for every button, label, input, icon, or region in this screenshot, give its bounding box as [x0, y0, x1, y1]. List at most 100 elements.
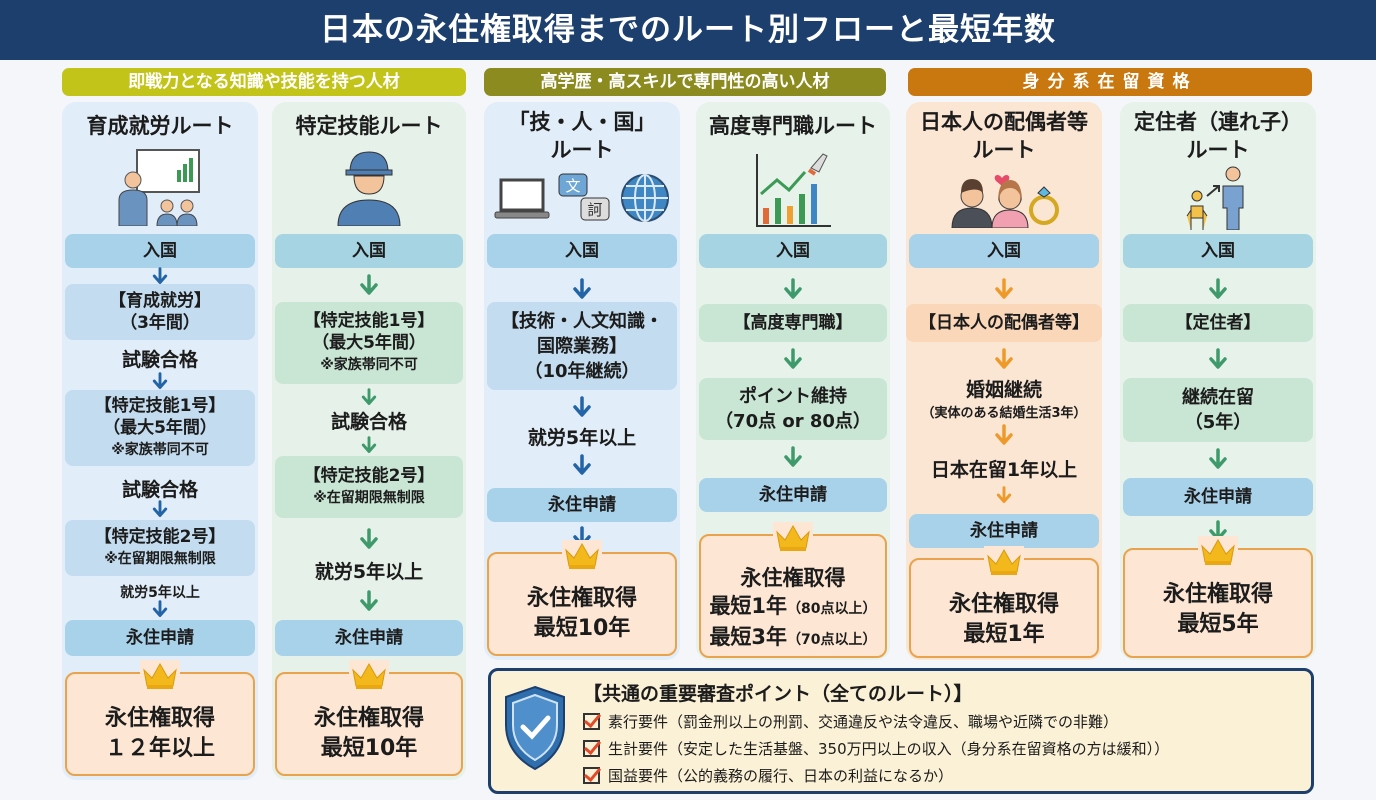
growth-chart-rocket-icon: [696, 150, 890, 230]
step-marriage: 婚姻継続: [965, 379, 1042, 401]
step-tokutei1: 【特定技能1号】（最大5年間）※家族帯同不可: [65, 390, 255, 466]
result-box: 永住権取得最短1年: [909, 546, 1099, 658]
step-duration: （最大5年間）: [103, 418, 217, 438]
arrow-down-icon: [906, 486, 1102, 508]
step-exam: 試験合格: [330, 411, 407, 433]
common-review-points: 【共通の重要審査ポイント（全てのルート）】 素行要件（罰金刑以上の刑罰、交通違反…: [488, 668, 1314, 794]
result-years: 最短3年: [709, 625, 788, 649]
route-title: 定住者（連れ子） ルート: [1120, 108, 1316, 164]
arrow-down-icon: [272, 388, 466, 410]
crown-icon: [140, 660, 180, 690]
step-ikusei: 【育成就労】（3年間）: [65, 284, 255, 340]
result-years: 最短5年: [1177, 612, 1259, 637]
route-title: 高度専門職ルート: [709, 114, 877, 138]
step-note: ※在留期限無制限: [313, 490, 425, 506]
arrow-down-icon: [906, 348, 1102, 370]
route-koudo: 高度専門職ルート 入国 【高度専門職】 ポイント維持（70点 or 80点） 永…: [696, 102, 890, 660]
result-box: 永住権取得最短10年: [275, 660, 463, 776]
svg-text:文: 文: [565, 177, 580, 195]
result-years: 最短1年: [709, 594, 788, 618]
route-title: 「技・人・国」ルート: [484, 108, 680, 164]
step-note: ※在留期限無制限: [104, 551, 216, 567]
result-box: 永住権取得最短10年: [487, 540, 677, 656]
result-years: １２年以上: [104, 736, 215, 761]
step-points: ポイント維持（70点 or 80点）: [699, 378, 887, 440]
result-years: 最短10年: [320, 736, 418, 761]
step-duration: （10年継続）: [524, 360, 640, 382]
route-gijinkoku: 「技・人・国」ルート 文訶 入国 【技術・人文知識・国際業務】（10年継続） 就…: [484, 102, 680, 660]
result-box: 永住権取得 １２年以上: [65, 660, 255, 776]
route-ikusei: 育成就労ルート 入国 【育成就労】（3年間） 試験合格 【特定技能1号】（最大5…: [62, 102, 258, 780]
step-note: （70点 or 80点）: [715, 411, 871, 432]
step-label: 【特定技能2号】: [303, 466, 435, 486]
step-label: 【特定技能2号】: [94, 527, 226, 547]
route-title-line: ルート: [1186, 138, 1250, 162]
step-work: 就労5年以上: [120, 585, 200, 601]
step-label: 国際業務】: [537, 335, 627, 357]
arrow-down-icon: [1120, 348, 1316, 370]
route-title: 特定技能ルート: [295, 114, 443, 138]
step-entry: 入国: [1123, 234, 1313, 268]
step-entry: 入国: [65, 234, 255, 268]
translate-icon: 文訶: [558, 173, 610, 221]
result-label: 永住権取得: [1162, 582, 1273, 607]
arrow-down-icon: [272, 436, 466, 458]
result-label: 永住権取得: [313, 706, 424, 731]
step-entry: 入国: [275, 234, 463, 268]
category-status: 身分系在留資格: [908, 68, 1312, 96]
step-spouse-status: 【日本人の配偶者等】: [906, 304, 1102, 342]
category-highly-skilled: 高学歴・高スキルで専門性の高い人材: [484, 68, 886, 96]
result-condition: （70点以上）: [787, 632, 877, 648]
step-tokutei2: 【特定技能2号】 ※在留期限無制限: [65, 520, 255, 576]
worker-icon: [272, 146, 466, 226]
parent-child-icon: [1120, 166, 1316, 230]
step-duration: （5年）: [1184, 412, 1252, 433]
result-years: 最短1年: [963, 622, 1045, 647]
result-condition: （80点以上）: [787, 601, 877, 617]
step-apply: 永住申請: [275, 620, 463, 656]
crown-icon: [773, 522, 813, 552]
step-note: ※家族帯同不可: [320, 357, 418, 373]
step-label: 【育成就労】: [109, 291, 211, 311]
result-years: 最短10年: [533, 616, 631, 641]
shield-check-icon: [503, 685, 567, 775]
step-teijusha: 【定住者】: [1123, 304, 1313, 342]
result-line: 最短3年（70点以上）: [701, 623, 885, 654]
route-title: 育成就労ルート: [86, 114, 234, 138]
review-item-text: 生計要件（安定した生活基盤、350万円以上の収入（身分系在留資格の方は緩和））: [608, 740, 1170, 758]
step-label: 【特定技能1号】: [303, 311, 435, 331]
route-teijusha: 定住者（連れ子）ルート 入国 【定住者】 継続在留（5年） 永住申請 永住権取得…: [1120, 102, 1316, 660]
route-title-line: 定住者（連れ子）: [1134, 110, 1302, 134]
step-label: 【特定技能1号】: [94, 396, 226, 416]
step-continued-stay: 継続在留（5年）: [1123, 378, 1313, 442]
route-title-line: 日本人の配偶者等: [920, 110, 1088, 134]
step-entry: 入国: [699, 234, 887, 268]
arrow-down-icon: [1120, 448, 1316, 470]
checkbox-checked-icon: [583, 767, 600, 784]
result-label: 永住権取得: [526, 586, 637, 611]
step-residence: 日本在留1年以上: [930, 459, 1078, 481]
arrow-down-icon: [1120, 278, 1316, 300]
route-title-line: ルート: [972, 138, 1036, 162]
route-tokutei: 特定技能ルート 入国 【特定技能1号】（最大5年間）※家族帯同不可 試験合格 【…: [272, 102, 466, 780]
globe-icon: [621, 174, 669, 222]
step-work: 就労5年以上: [314, 561, 424, 583]
arrow-down-icon: [272, 528, 466, 550]
review-title: 【共通の重要審査ポイント（全てのルート）】: [583, 683, 973, 705]
laptop-translate-globe-icons: 文訶: [484, 172, 680, 226]
step-duration: （3年間）: [120, 313, 200, 333]
result-label: 永住権取得: [104, 706, 215, 731]
step-exam: 試験合格: [121, 479, 198, 501]
arrow-down-icon: [272, 590, 466, 612]
step-entry: 入国: [909, 234, 1099, 268]
checkbox-checked-icon: [583, 713, 600, 730]
arrow-down-icon: [484, 278, 680, 300]
review-item: 生計要件（安定した生活基盤、350万円以上の収入（身分系在留資格の方は緩和））: [583, 738, 1169, 759]
route-title-line: ルート: [550, 138, 614, 162]
step-marriage-note: （実体のある結婚生活3年）: [921, 406, 1087, 421]
review-item-text: 国益要件（公的義務の履行、日本の利益になるか）: [608, 767, 954, 785]
step-apply: 永住申請: [487, 488, 677, 522]
arrow-down-icon: [484, 396, 680, 418]
route-spouse: 日本人の配偶者等ルート 入国 【日本人の配偶者等】 婚姻継続 （実体のある結婚生…: [906, 102, 1102, 660]
crown-icon: [562, 540, 602, 570]
